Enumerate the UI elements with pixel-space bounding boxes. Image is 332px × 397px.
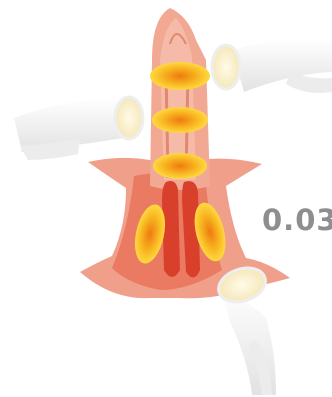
ultrasound-probe-icon bbox=[212, 39, 332, 93]
treatment-zone-2 bbox=[152, 107, 208, 133]
ultrasound-probe-icon bbox=[214, 262, 276, 395]
treatment-zone-1 bbox=[150, 62, 210, 90]
treatment-zone-3 bbox=[153, 153, 207, 179]
measurement-readout: 0.03 bbox=[262, 206, 332, 235]
ultrasound-probe-icon bbox=[14, 97, 143, 160]
